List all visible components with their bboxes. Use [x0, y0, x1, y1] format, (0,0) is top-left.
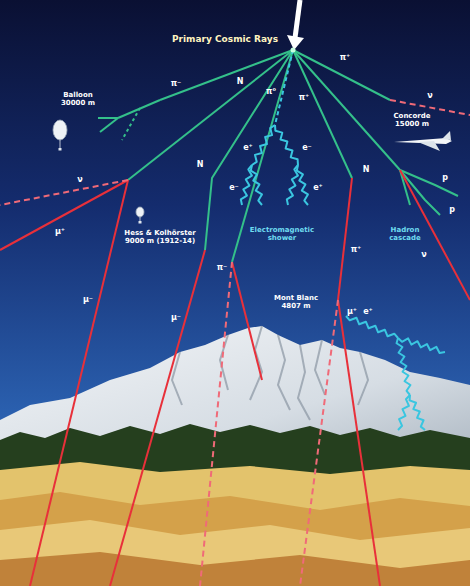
neutrino-track [200, 262, 232, 586]
em-shower [297, 165, 308, 205]
particle-label: e⁺ [243, 144, 253, 153]
particle-label: ν [77, 176, 82, 185]
hadron-track [160, 50, 293, 100]
place-label: Electromagnetic shower [245, 227, 319, 242]
particle-label: p [442, 174, 448, 183]
muon-track [338, 300, 380, 586]
concorde-tail [442, 131, 451, 140]
particle-label: e⁺ [363, 308, 373, 317]
particle-label: μ⁻ [83, 296, 93, 305]
hadron-track [122, 108, 140, 140]
hadron-track [128, 50, 293, 180]
hill [0, 492, 470, 586]
place-label: Hess & Kolhörster 9000 m (1912-14) [120, 230, 200, 245]
particle-label: ν [427, 92, 432, 101]
particle-label: π⁻ [217, 264, 228, 273]
place-label: Mont Blanc 4807 m [270, 295, 322, 310]
hill [0, 520, 470, 586]
balloon-basket [139, 221, 142, 224]
particle-label: N [363, 166, 370, 175]
particle-label: π⁰ [266, 88, 276, 97]
title: Primary Cosmic Rays [172, 35, 278, 45]
particle-label: N [197, 161, 204, 170]
particle-label: e⁺ [313, 184, 323, 193]
em-shower [251, 165, 262, 205]
hill [0, 552, 470, 586]
em-shower [346, 316, 398, 338]
balloon-basket [59, 148, 62, 151]
hadron-track [293, 50, 400, 170]
neutrino-track [300, 300, 338, 586]
particle-label: π⁻ [171, 80, 182, 89]
hadron-track [205, 50, 293, 250]
particle-label: π⁺ [351, 246, 362, 255]
primary-arrow-shaft [295, 0, 300, 38]
rock-line [358, 352, 368, 405]
particle-label: p [449, 206, 455, 215]
muon-track [232, 262, 262, 380]
concorde [394, 131, 452, 151]
primary-arrow-head [287, 35, 304, 50]
particle-label: e⁻ [302, 144, 312, 153]
hill [0, 462, 470, 586]
muon-track [30, 180, 128, 586]
concorde-wing [418, 141, 440, 151]
balloon-string [60, 140, 61, 148]
rock-line [278, 335, 290, 410]
hess-balloon [136, 207, 144, 224]
particle-label: μ⁺ [55, 228, 65, 237]
particle-label: μ⁺ [347, 308, 357, 317]
place-label: Hadron cascade [387, 227, 423, 242]
em-shower [398, 395, 410, 430]
particle-label: μ⁻ [171, 314, 181, 323]
em-shower [410, 395, 425, 430]
muon-track [0, 180, 128, 250]
particle-label: ν [421, 251, 426, 260]
hills [0, 462, 470, 586]
em-shower [252, 125, 275, 165]
hadron-track [100, 118, 118, 132]
balloon-string [140, 217, 141, 221]
hadron-track [400, 170, 458, 196]
balloon-envelope [53, 120, 67, 140]
neutrino-track [0, 180, 128, 205]
interaction-point [291, 48, 296, 53]
particle-label: e⁻ [229, 184, 239, 193]
em-shower [398, 338, 445, 353]
place-label: Concorde 15000 m [390, 113, 434, 128]
tracks [0, 50, 470, 586]
place-label: Balloon 30000 m [58, 92, 98, 107]
rock-line [315, 340, 325, 395]
hadron-track [293, 50, 390, 100]
em-shower [397, 338, 411, 395]
balloon-envelope [136, 207, 144, 217]
em-shower [275, 125, 298, 165]
hadron-track [98, 117, 118, 119]
pion-track [338, 178, 352, 300]
rock-shading [172, 326, 368, 420]
high-balloon [53, 120, 67, 151]
particle-label: N [237, 78, 244, 87]
particle-label: π⁺ [299, 94, 310, 103]
neutral-pion-track [275, 50, 293, 125]
hadron-track [293, 50, 352, 178]
rock-line [298, 345, 310, 420]
muon-track [110, 250, 205, 586]
particle-label: π⁺ [340, 54, 351, 63]
